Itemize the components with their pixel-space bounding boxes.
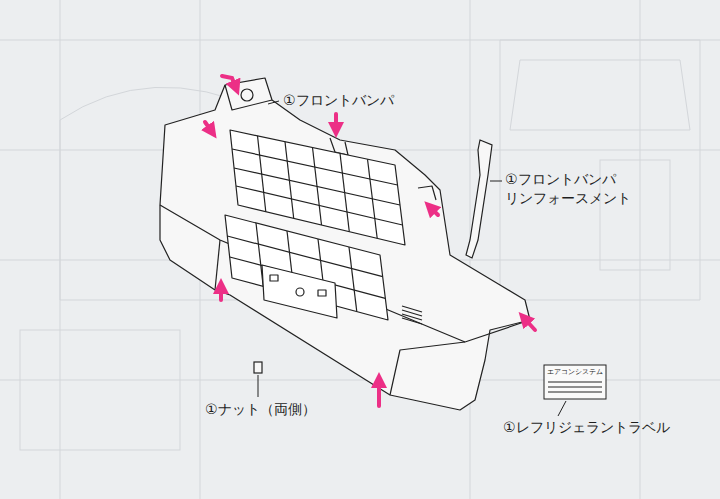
label-sticker [544,365,606,399]
part-name: ①レフリジェラントラベル [503,418,670,437]
part-name: ①フロントバンパ [283,91,394,110]
part-name: ①フロントバンパ リンフォースメント [505,170,655,208]
pink-arrow [205,76,535,406]
nut-part [254,362,262,373]
front-bumper [160,78,530,410]
part-name: ①ナット（両側） [205,400,316,419]
bumper-reinforcement [466,140,492,258]
leader-line [258,101,566,416]
sticker-text: エアコンシステム [547,369,603,376]
